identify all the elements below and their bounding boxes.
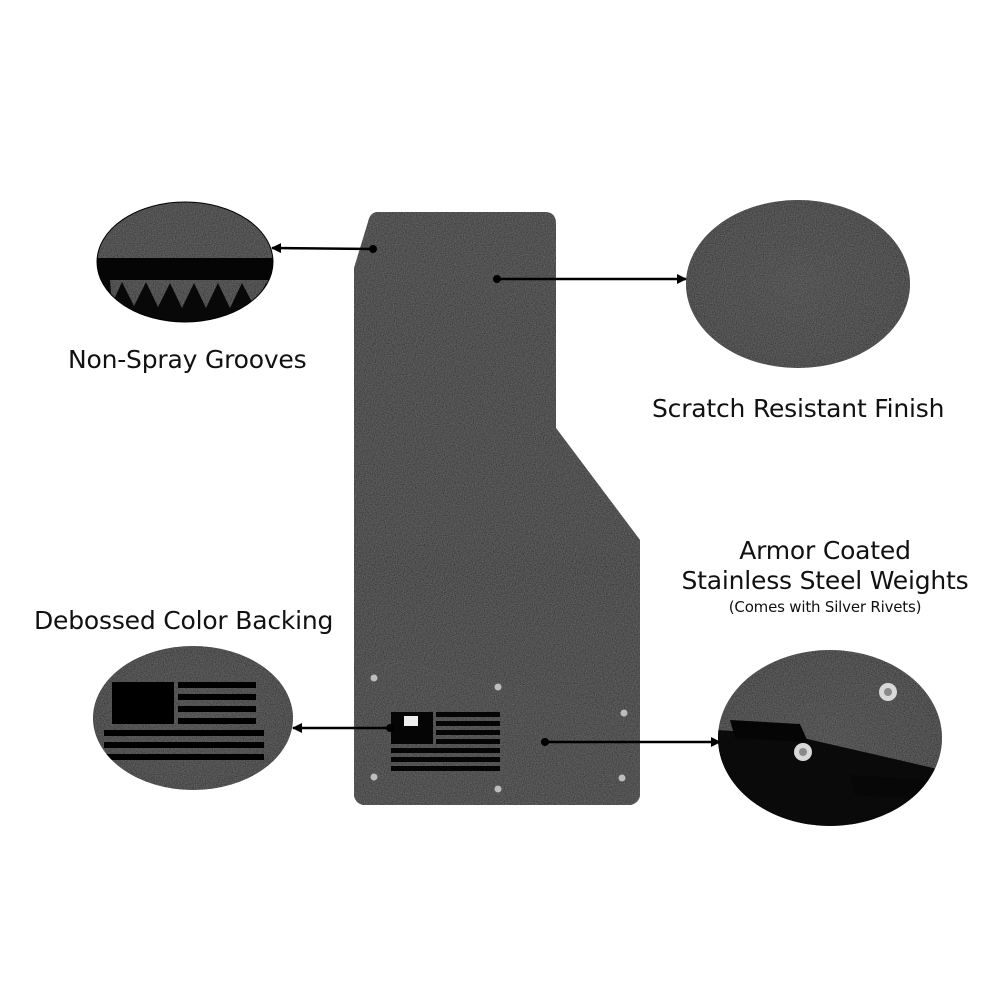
- non-spray-grooves-label: Non-Spray Grooves: [68, 345, 307, 374]
- armor-coated-note: (Comes with Silver Rivets): [728, 598, 922, 616]
- arrow-non-spray: [271, 243, 374, 254]
- armor-coated-line1: Armor Coated: [739, 536, 911, 565]
- callout-arrows: [271, 243, 721, 747]
- rivet-icon: [494, 785, 502, 793]
- finish-closeup: [686, 200, 910, 368]
- american-flag-icon: [391, 712, 500, 771]
- armor-coated-line2: Stainless Steel Weights: [681, 566, 969, 595]
- grooves-closeup: [96, 201, 274, 323]
- mud-flap-panel: [354, 212, 640, 805]
- debossed-color-backing-label: Debossed Color Backing: [34, 606, 334, 635]
- rivet-icon: [370, 773, 378, 781]
- stainless-steel-weight-plate: [353, 659, 641, 806]
- rivet-icon: [494, 683, 502, 691]
- rivet-icon: [620, 709, 628, 717]
- flag-closeup: [93, 646, 293, 790]
- rivet-closeup: [718, 650, 942, 826]
- rivet-icon: [618, 774, 626, 782]
- rivet-icon: [370, 674, 378, 682]
- armor-coated-label: Armor Coated Stainless Steel Weights (Co…: [660, 536, 990, 616]
- scratch-resistant-finish-label: Scratch Resistant Finish: [652, 394, 945, 423]
